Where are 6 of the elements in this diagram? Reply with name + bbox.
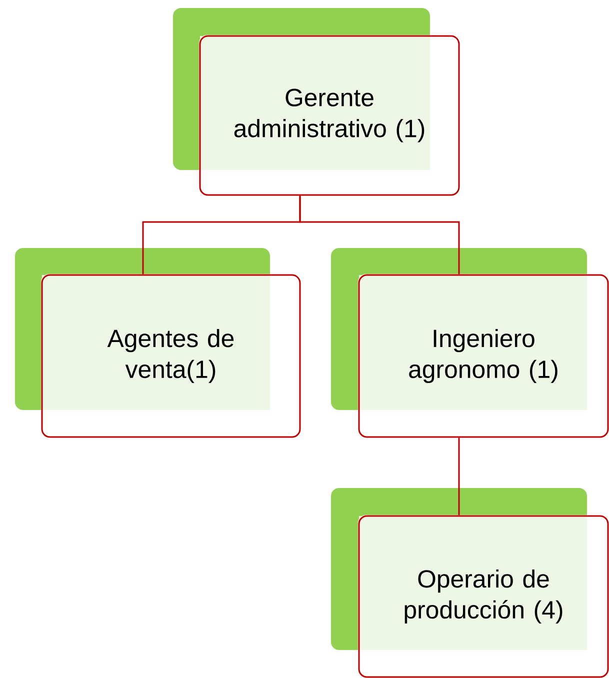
org-box: Operario de producción (4) [331,488,609,678]
connector-line [299,196,460,274]
org-box: Ingeniero agronomo (1) [331,248,609,438]
org-box: Gerente administrativo (1) [173,8,460,196]
org-box: Agentes de venta(1) [15,248,301,438]
connector-line [458,438,460,516]
